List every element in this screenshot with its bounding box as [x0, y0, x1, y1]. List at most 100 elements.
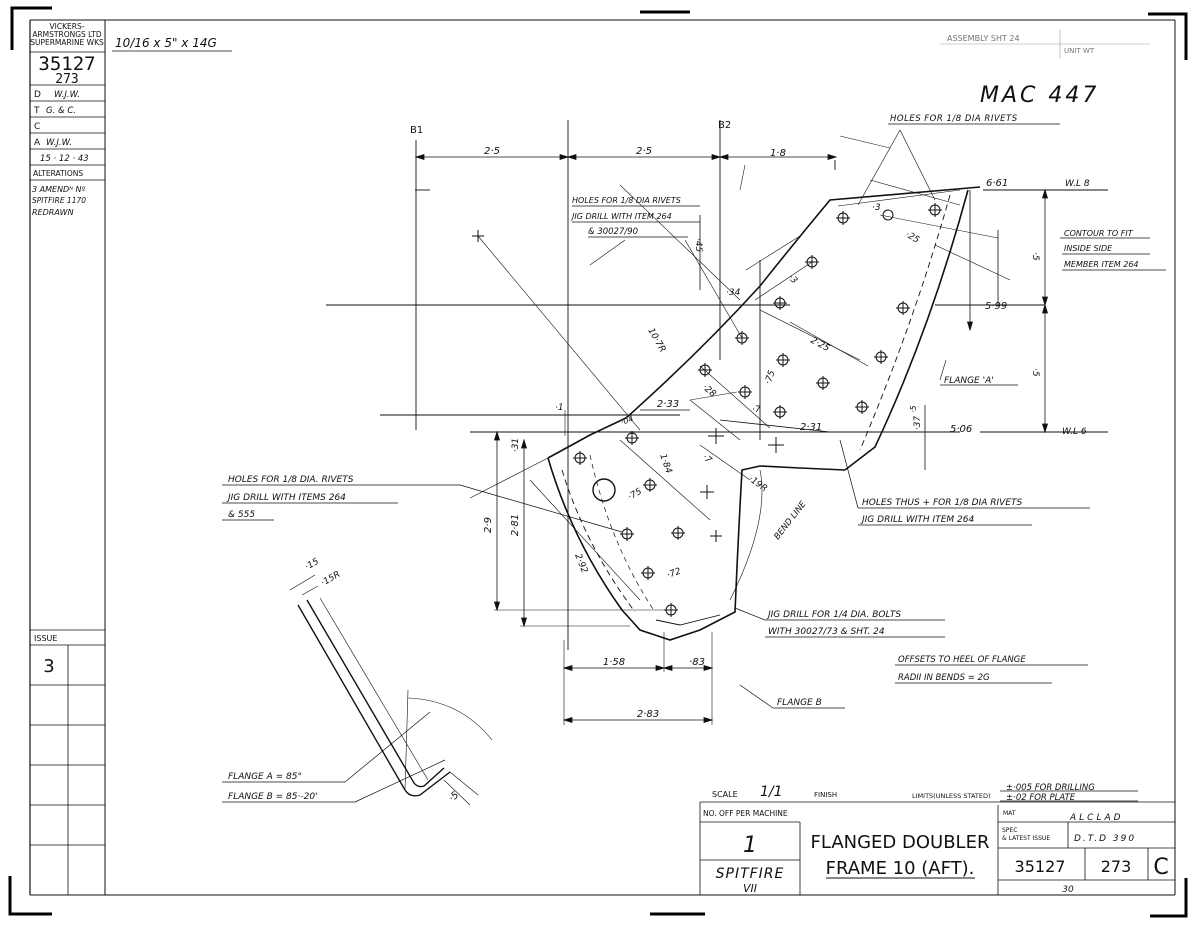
dim-0-34: ·34: [726, 288, 741, 298]
scale-label: SCALE: [712, 790, 738, 799]
row-a-key: A: [34, 138, 41, 148]
datum-b1: B1: [410, 125, 423, 136]
plus-holes: [472, 230, 784, 542]
top-dimension-chain: [414, 153, 838, 161]
dim-2-83: 2·83: [637, 709, 659, 720]
dim-1-8: 1·8: [770, 148, 786, 159]
note-offsets-1: OFFSETS TO HEEL OF FLANGE: [898, 655, 1026, 665]
dim-0-75-b: ·75: [627, 487, 645, 503]
frame-border: [29, 19, 1176, 896]
dim-0-25: ·25: [904, 230, 922, 246]
part-title-line-2: FRAME 10 (AFT).: [826, 858, 975, 879]
dim-0-28: ·28: [700, 383, 718, 400]
drawn-date: 15 · 12 · 43: [40, 154, 89, 164]
dim-0-5-b: ·5: [1030, 368, 1040, 377]
dim-2-31: 2·31: [800, 422, 822, 433]
dim-0-7-b: ·7: [700, 453, 713, 466]
dim-0-3-top: ·3: [872, 203, 881, 213]
left-title-block: [30, 51, 105, 895]
dim-10-7r: 10·7R: [645, 327, 667, 355]
dim-section-0-15: ·15: [304, 557, 322, 573]
ref-unit-wt: UNIT WT: [1064, 47, 1095, 55]
note-angle-flange-a: FLANGE A = 85°: [228, 772, 302, 782]
issue-number: 3: [43, 656, 54, 677]
note-flange-b: FLANGE B: [777, 698, 822, 708]
note-holes-thus-1: HOLES THUS + FOR 1/8 DIA RIVETS: [862, 498, 1023, 508]
dim-2-25: 2·25: [809, 336, 832, 354]
material-spec: 10/16 x 5" x 14G: [115, 36, 217, 50]
note-holes-mid-1: HOLES FOR 1/8 DIA RIVETS: [572, 196, 681, 205]
row-a-value: W.J.W.: [46, 138, 72, 148]
registration-marks: [8, 6, 1188, 918]
machine-name: SPITFIRE: [716, 866, 785, 882]
bottom-title-block: [699, 790, 1175, 895]
title-bottom-number: 30: [1062, 885, 1074, 895]
scale-value: 1/1: [760, 784, 783, 800]
row-t-key: T: [33, 106, 40, 116]
note-jig-bolts-2: WITH 30027/73 & SHT. 24: [768, 627, 885, 637]
dim-0-19r: ·19R: [746, 474, 769, 494]
note-contour-2: INSIDE SIDE: [1064, 244, 1113, 253]
alteration-line-3: REDRAWN: [32, 208, 74, 217]
dim-1-58: 1·58: [603, 657, 625, 668]
note-offsets-2: RADII IN BENDS = 2G: [898, 673, 990, 683]
dim-2-33: 2·33: [657, 399, 679, 410]
note-angle-flange-b: FLANGE B = 85·-20': [228, 792, 318, 802]
spec-value: D.T.D 390: [1074, 834, 1136, 844]
row-t-value: G. & C.: [46, 106, 76, 116]
rivet-holes: [573, 203, 942, 617]
company-line-1: VICKERS-: [50, 22, 85, 31]
machine-mark: VII: [743, 882, 757, 895]
dim-0-04: ·04: [620, 414, 635, 427]
alterations-label: ALTERATIONS: [33, 169, 83, 178]
mat-label: MAT: [1003, 810, 1016, 817]
note-jig-bolts-1: JIG DRILL FOR 1/4 DIA. BOLTS: [766, 610, 901, 620]
spec-label-1: SPEC: [1002, 827, 1017, 834]
ref-assembly: ASSEMBLY SHT 24: [947, 34, 1020, 43]
note-holes-thus-2: JIG DRILL WITH ITEM 264: [860, 515, 974, 525]
dim-6-61: 6·61: [986, 178, 1008, 189]
dim-section-0-5: ·5: [447, 790, 461, 805]
left-sheet-number: 273: [55, 72, 78, 87]
note-flange-a: FLANGE 'A': [944, 376, 994, 386]
note-holes-top: HOLES FOR 1/8 DIA RIVETS: [890, 114, 1018, 124]
dim-0-45: ·45: [693, 238, 703, 253]
dim-section-0-15r: ·15R: [320, 570, 343, 589]
alteration-line-2: SPITFIRE 1170: [32, 196, 86, 205]
limits-label: LIMITS(UNLESS STATED): [912, 792, 991, 800]
handwritten-reference: MAC 447: [980, 83, 1099, 108]
company-line-2: ARMSTRONGS LTD: [32, 30, 102, 39]
title-drawing-number: 35127: [1015, 857, 1066, 876]
dim-2-5-b: 2·5: [636, 146, 652, 157]
datum-wl6: W.L 6: [1062, 427, 1087, 437]
title-issue-letter: C: [1153, 855, 1168, 880]
row-c-key: C: [34, 122, 40, 132]
datum-wl8: W.L 8: [1065, 179, 1090, 189]
alteration-line-1: 3 AMENDᴺ Nº: [32, 185, 86, 194]
left-drawing-number: 35127: [38, 53, 95, 75]
spec-label-2: & LATEST ISSUE: [1002, 835, 1050, 842]
limits-plate: ±·02 FOR PLATE: [1006, 793, 1076, 803]
bottom-dimensions: [562, 409, 831, 724]
note-holes-mid-3: & 30027/90: [588, 227, 638, 237]
dim-1-84: 1·84: [657, 453, 673, 476]
limits-drilling: ±·005 FOR DRILLING: [1006, 783, 1095, 793]
note-holes-left-3: & 555: [228, 510, 255, 520]
finish-label: FINISH: [814, 791, 837, 799]
dim-0-83: ·83: [689, 657, 705, 668]
vertical-dimensions: [493, 188, 1049, 628]
company-line-3: SUPERMARINE WKS: [30, 38, 104, 47]
note-holes-left-1: HOLES FOR 1/8 DIA. RIVETS: [228, 475, 354, 485]
dim-5-06: 5·06: [950, 424, 972, 435]
dim-0-75-a: ·75: [763, 369, 777, 386]
flange-section-detail: [289, 574, 493, 806]
note-holes-left-2: JIG DRILL WITH ITEMS 264: [226, 493, 346, 503]
dim-0-7: ·7: [752, 405, 761, 415]
construction-lines: [469, 129, 1011, 725]
dim-0-37: ·37: [913, 416, 923, 431]
part-title-line-1: FLANGED DOUBLER: [811, 832, 990, 853]
dim-2-81: 2·81: [510, 514, 521, 536]
note-holes-mid-2: JIG DRILL WITH ITEM 264: [570, 212, 672, 221]
dim-2-5-a: 2·5: [484, 146, 500, 157]
